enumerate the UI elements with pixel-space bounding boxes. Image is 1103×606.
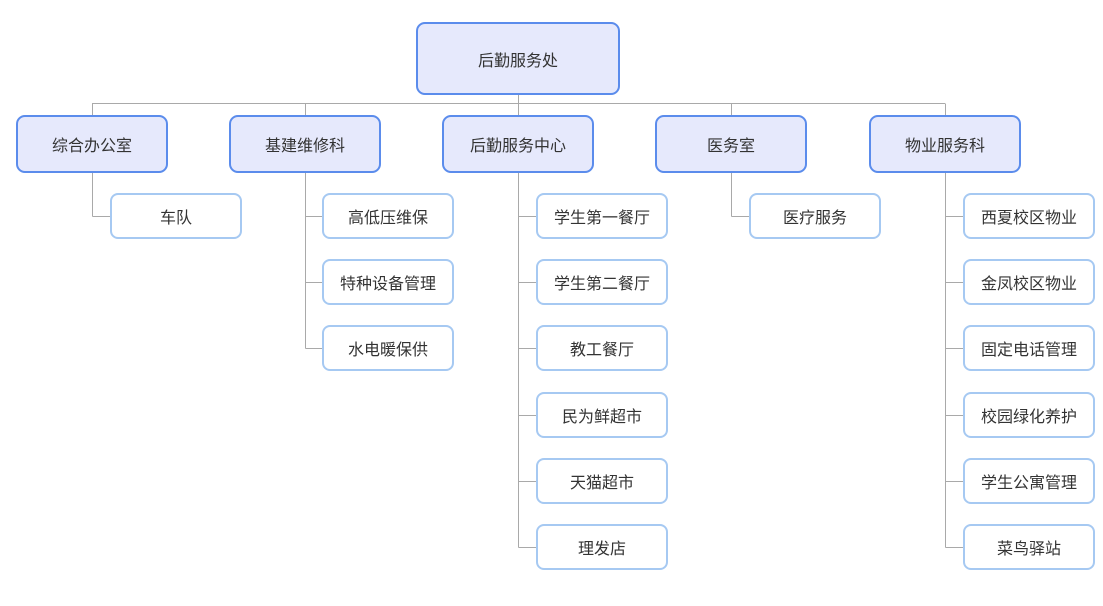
dept-label: 后勤服务中心 bbox=[469, 136, 566, 155]
unit-node: 水电暖保供 bbox=[322, 325, 454, 371]
unit-label: 固定电话管理 bbox=[980, 340, 1077, 359]
unit-node: 理发店 bbox=[536, 524, 668, 570]
dept-label: 综合办公室 bbox=[51, 136, 132, 155]
dept-node-4: 物业服务科 bbox=[869, 115, 1021, 173]
dept-node-1: 基建维修科 bbox=[229, 115, 381, 173]
unit-node: 民为鲜超市 bbox=[536, 392, 668, 438]
unit-node: 学生第二餐厅 bbox=[536, 259, 668, 305]
dept-label: 医务室 bbox=[706, 136, 755, 155]
unit-label: 高低压维保 bbox=[347, 208, 428, 227]
unit-node: 车队 bbox=[110, 193, 242, 239]
unit-node: 医疗服务 bbox=[749, 193, 881, 239]
unit-label: 天猫超市 bbox=[569, 473, 634, 492]
unit-label: 医疗服务 bbox=[782, 208, 847, 227]
unit-node: 学生第一餐厅 bbox=[536, 193, 668, 239]
dept-label: 基建维修科 bbox=[264, 136, 345, 155]
unit-node: 天猫超市 bbox=[536, 458, 668, 504]
dept-node-3: 医务室 bbox=[655, 115, 807, 173]
unit-node: 高低压维保 bbox=[322, 193, 454, 239]
unit-label: 西夏校区物业 bbox=[980, 208, 1077, 227]
dept-node-2: 后勤服务中心 bbox=[442, 115, 594, 173]
unit-node: 教工餐厅 bbox=[536, 325, 668, 371]
unit-node: 学生公寓管理 bbox=[963, 458, 1095, 504]
unit-label: 金凤校区物业 bbox=[980, 274, 1077, 293]
unit-label: 学生公寓管理 bbox=[980, 473, 1077, 492]
unit-label: 理发店 bbox=[577, 539, 626, 558]
dept-node-0: 综合办公室 bbox=[16, 115, 168, 173]
dept-label: 物业服务科 bbox=[904, 136, 985, 155]
unit-label: 民为鲜超市 bbox=[561, 407, 642, 426]
unit-node: 菜鸟驿站 bbox=[963, 524, 1095, 570]
unit-node: 西夏校区物业 bbox=[963, 193, 1095, 239]
unit-label: 特种设备管理 bbox=[339, 274, 436, 293]
unit-label: 水电暖保供 bbox=[347, 340, 428, 359]
unit-node: 特种设备管理 bbox=[322, 259, 454, 305]
unit-label: 校园绿化养护 bbox=[980, 407, 1077, 426]
unit-label: 车队 bbox=[159, 208, 192, 227]
unit-label: 学生第二餐厅 bbox=[553, 274, 650, 293]
unit-label: 学生第一餐厅 bbox=[553, 208, 650, 227]
unit-node: 固定电话管理 bbox=[963, 325, 1095, 371]
root-label: 后勤服务处 bbox=[477, 50, 558, 70]
root-node: 后勤服务处 bbox=[416, 22, 620, 95]
unit-node: 校园绿化养护 bbox=[963, 392, 1095, 438]
unit-label: 教工餐厅 bbox=[569, 340, 634, 359]
unit-node: 金凤校区物业 bbox=[963, 259, 1095, 305]
unit-label: 菜鸟驿站 bbox=[996, 539, 1061, 558]
